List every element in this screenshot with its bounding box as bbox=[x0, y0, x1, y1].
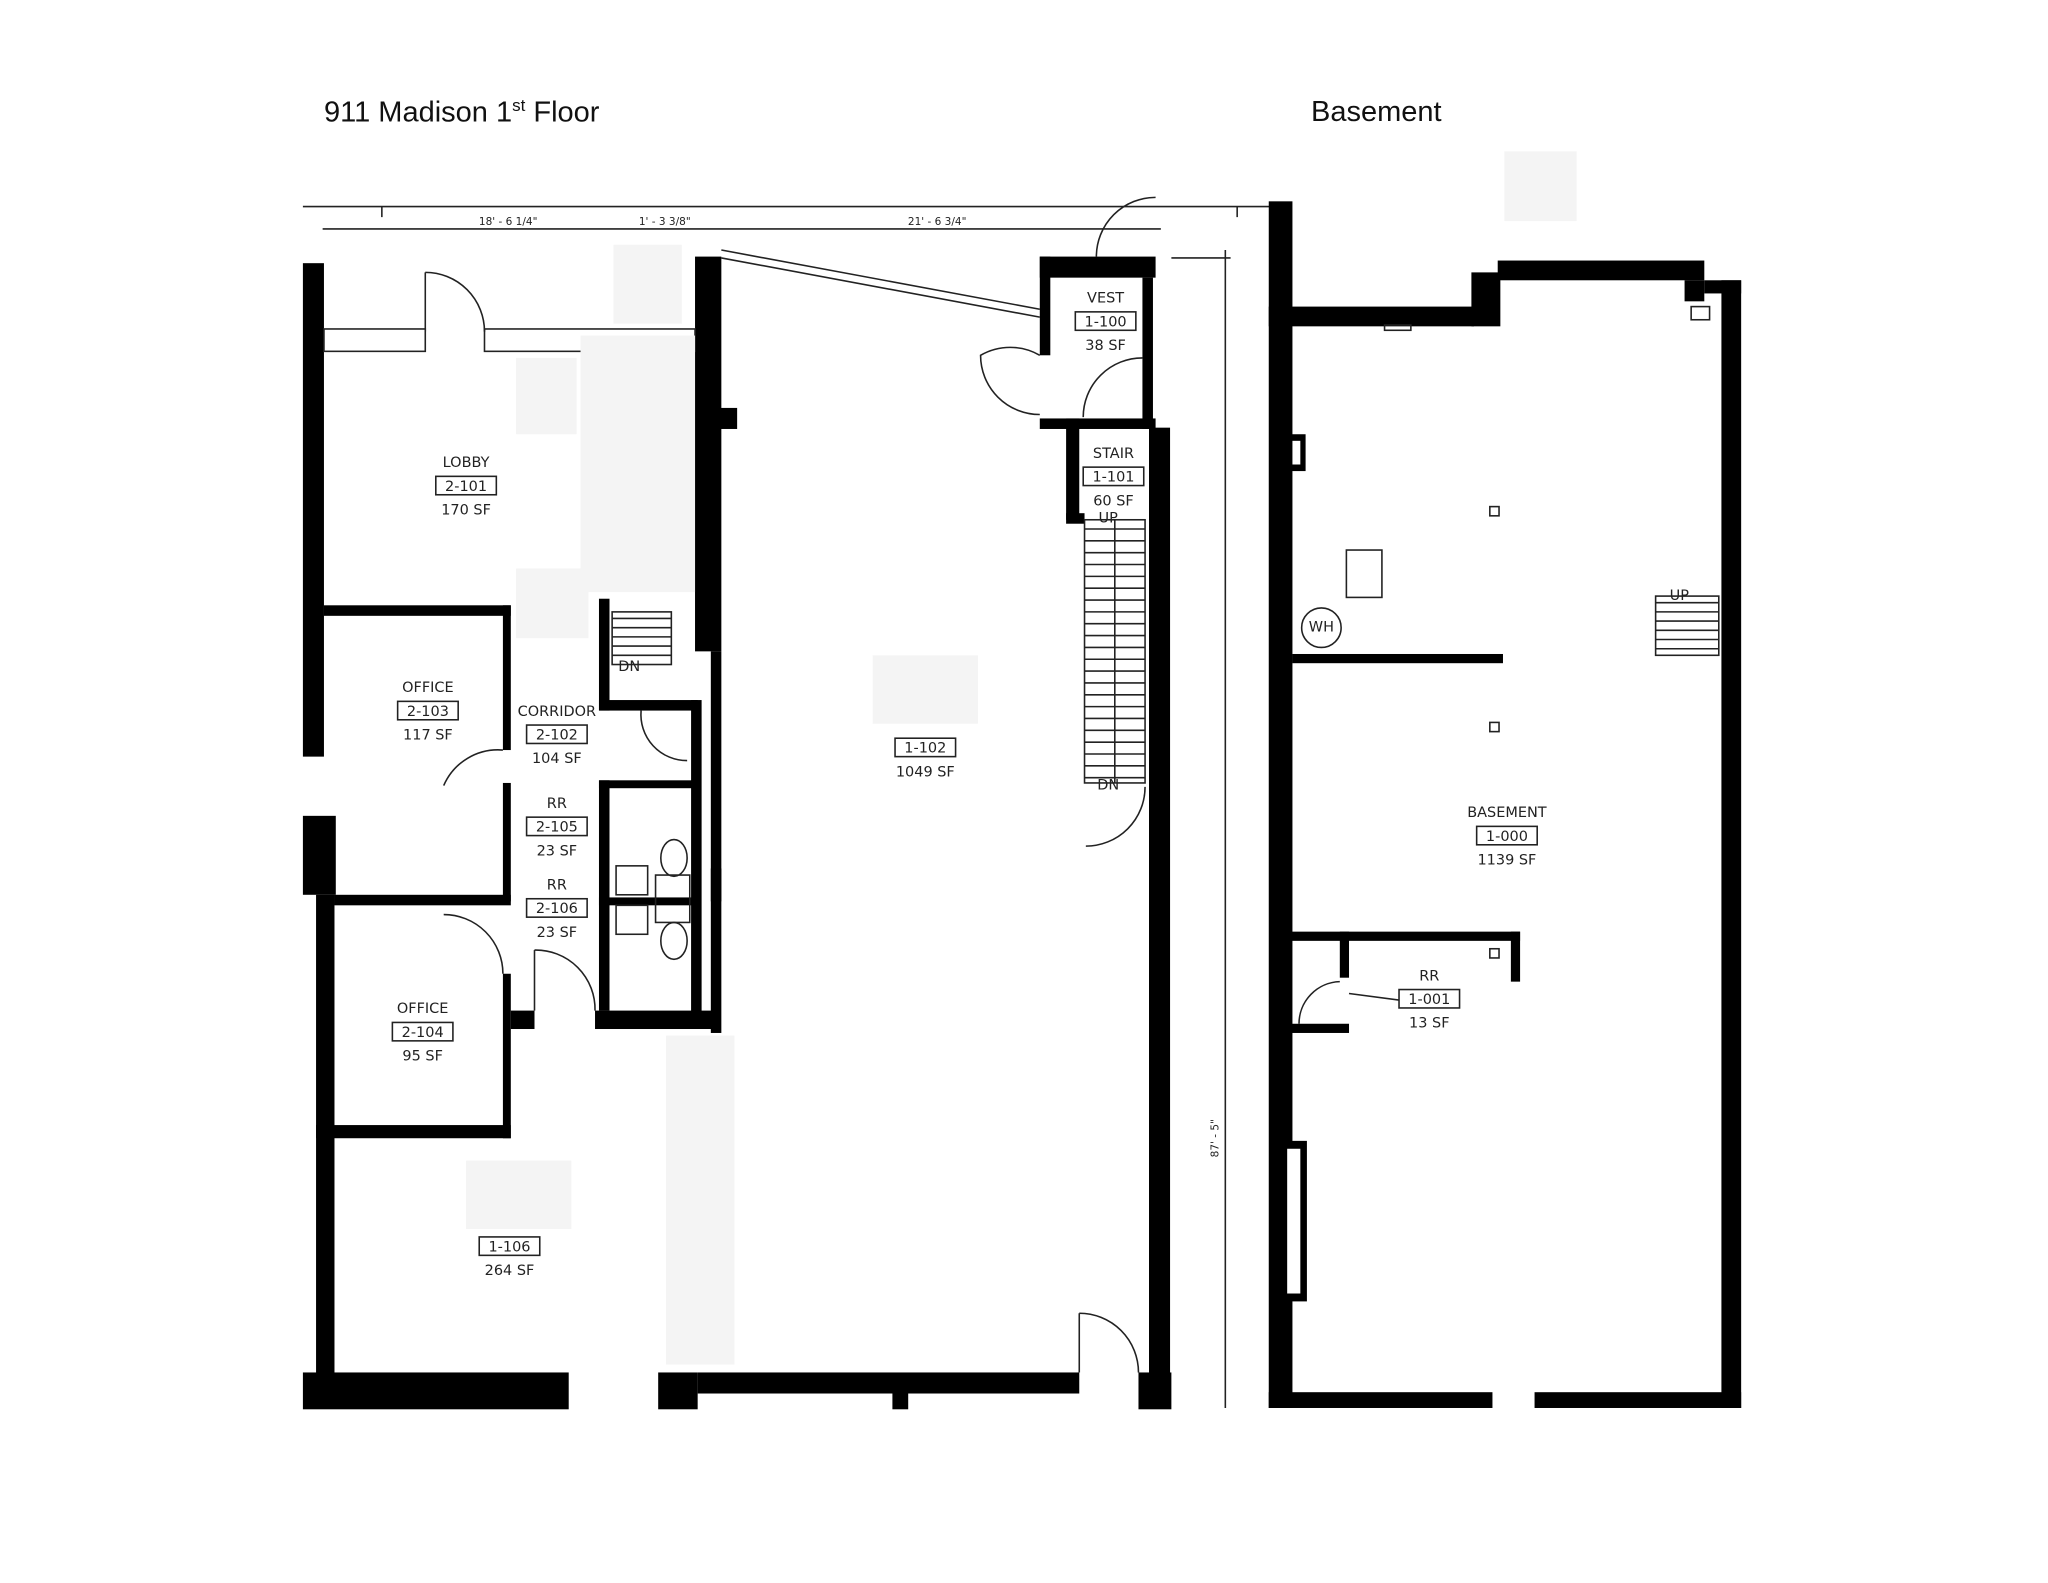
room-label-office104: OFFICE 2-104 95 SF bbox=[391, 1001, 454, 1065]
room-label-vest: VEST 1-100 38 SF bbox=[1074, 291, 1137, 354]
stairs bbox=[611, 518, 1146, 784]
room-area: 13 SF bbox=[1409, 1016, 1450, 1032]
dimension-label: 21' - 6 3/4" bbox=[908, 216, 967, 228]
room-label-office103: OFFICE 2-103 117 SF bbox=[396, 680, 459, 744]
basement-title: Basement bbox=[1311, 96, 1442, 128]
room-number-box bbox=[894, 737, 957, 758]
dimension-label: 87' - 5" bbox=[1210, 1119, 1222, 1157]
room-label-main: 1-102 1049 SF bbox=[894, 737, 957, 780]
room-name: RR bbox=[1419, 968, 1439, 984]
room-number-box bbox=[435, 475, 498, 496]
room-number-box bbox=[1082, 466, 1145, 487]
stair-treads bbox=[612, 528, 1719, 779]
up-marker: UP bbox=[1099, 510, 1119, 526]
up-marker: UP bbox=[1670, 588, 1690, 604]
redacted-areas bbox=[466, 151, 1577, 1365]
room-area: 170 SF bbox=[441, 503, 491, 519]
dimension-label: 1' - 3 3/8" bbox=[639, 216, 691, 228]
room-number-box bbox=[478, 1236, 541, 1257]
room-number-box bbox=[525, 816, 588, 837]
room-name: BASEMENT bbox=[1467, 805, 1547, 821]
room-number-box bbox=[396, 700, 459, 721]
room-number-box bbox=[1074, 311, 1137, 332]
room-label-corridor: CORRIDOR 2-102 104 SF bbox=[518, 704, 596, 767]
room-area: 117 SF bbox=[403, 728, 453, 744]
room-labels: VEST 1-100 38 SF STAIR 1-101 60 SF LOBBY 2-101 1… bbox=[391, 291, 1547, 1279]
room-label-r106: 1-106 264 SF bbox=[478, 1236, 541, 1279]
room-name: OFFICE bbox=[397, 1001, 449, 1017]
room-name: RR bbox=[547, 796, 567, 812]
room-number: 1-106 bbox=[488, 1239, 530, 1255]
down-marker: DN bbox=[618, 659, 640, 675]
room-label-basement: BASEMENT 1-000 1139 SF bbox=[1467, 805, 1547, 868]
dimension-label: 18' - 6 1/4" bbox=[479, 216, 538, 228]
room-area: 1049 SF bbox=[896, 764, 955, 780]
room-label-lobby: LOBBY 2-101 170 SF bbox=[435, 455, 498, 519]
room-area: 264 SF bbox=[485, 1263, 535, 1279]
basement-walls bbox=[1268, 201, 1742, 1408]
room-number-box bbox=[1475, 825, 1538, 846]
first-floor-walls bbox=[302, 249, 1172, 1410]
room-label-rr105: RR 2-105 23 SF bbox=[525, 796, 588, 859]
room-area: 60 SF bbox=[1093, 493, 1134, 509]
room-number-box bbox=[391, 1021, 454, 1042]
room-area: 38 SF bbox=[1085, 338, 1126, 354]
down-marker: DN bbox=[1097, 778, 1119, 794]
room-name: RR bbox=[547, 878, 567, 894]
room-label-rr106: RR 2-106 23 SF bbox=[525, 878, 588, 941]
room-label-rr001: RR 1-001 13 SF bbox=[1398, 968, 1461, 1032]
room-area: 104 SF bbox=[532, 751, 582, 767]
room-number-box bbox=[1398, 988, 1461, 1009]
room-number-box bbox=[525, 897, 588, 918]
room-number: 1-102 bbox=[904, 741, 946, 757]
room-name: STAIR bbox=[1093, 446, 1134, 462]
room-number: 1-101 bbox=[1092, 470, 1134, 486]
door-swings bbox=[424, 196, 1156, 1373]
first-floor-title: 911 Madison 1st Floor bbox=[324, 96, 600, 129]
room-name: CORRIDOR bbox=[518, 704, 596, 720]
room-number: 1-100 bbox=[1085, 314, 1127, 330]
room-number: 2-102 bbox=[536, 728, 578, 744]
room-number: 1-001 bbox=[1408, 992, 1450, 1008]
room-area: 23 SF bbox=[537, 843, 578, 859]
room-area: 1139 SF bbox=[1477, 853, 1536, 869]
room-number: 2-106 bbox=[536, 901, 578, 917]
restroom-fixtures bbox=[615, 838, 691, 961]
room-number: 1-000 bbox=[1486, 829, 1528, 845]
room-number: 2-101 bbox=[445, 479, 487, 495]
room-area: 95 SF bbox=[402, 1049, 443, 1065]
room-number: 2-104 bbox=[402, 1025, 444, 1041]
room-number: 2-103 bbox=[407, 704, 449, 720]
room-number-box bbox=[525, 724, 588, 745]
room-area: 23 SF bbox=[537, 925, 578, 941]
dimension-lines: 18' - 6 1/4" 1' - 3 3/8" 21' - 6 3/4" 87… bbox=[302, 205, 1271, 1408]
water-heater-label: WH bbox=[1309, 620, 1334, 636]
room-label-stair: STAIR 1-101 60 SF bbox=[1082, 446, 1145, 509]
room-name: VEST bbox=[1087, 291, 1124, 307]
room-name: OFFICE bbox=[402, 680, 454, 696]
room-number: 2-105 bbox=[536, 820, 578, 836]
room-name: LOBBY bbox=[443, 455, 490, 471]
